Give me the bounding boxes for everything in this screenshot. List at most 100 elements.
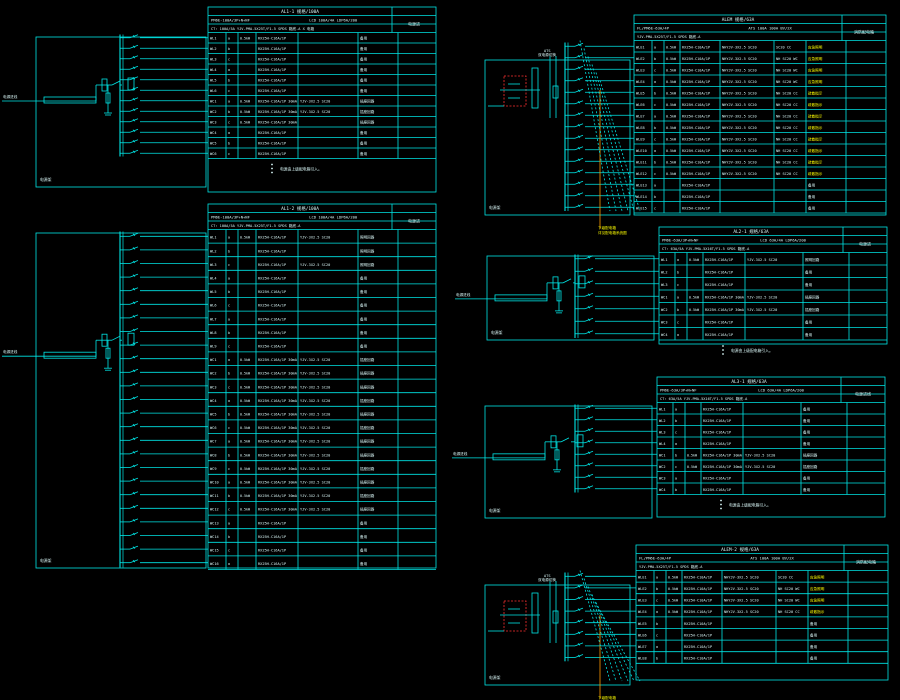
laying: 插座回路 (360, 371, 375, 376)
breaker-mark (132, 66, 136, 70)
circuit-id: WLE12 (636, 172, 647, 176)
breaker: RX25H-C16A/1P 30mA (258, 494, 298, 498)
meter-spec: ATS 100A 100A BV/2X (748, 26, 792, 31)
laying: 插座回路 (360, 412, 375, 417)
circuit-id: WL4 (210, 68, 217, 72)
branch-circuit (120, 300, 208, 305)
table-footnote: 电源由上级配电箱引入。 (280, 167, 322, 172)
breaker: RX25H-C10A/1P (684, 657, 712, 661)
breaker: RX25H-C16A/1P (258, 79, 286, 83)
branch-circuit (575, 473, 657, 478)
breaker-mark (132, 328, 136, 332)
laying: 插座回路 (803, 464, 818, 469)
branch-circuit (120, 559, 208, 564)
laying: 备用 (803, 429, 811, 434)
load: 0.5kW (687, 465, 697, 469)
breaker: RX25H-C16A/1P 30mA (258, 121, 298, 125)
circuit-id: WLE11 (636, 160, 647, 164)
breaker-mark (132, 383, 136, 386)
enclosure-outline (484, 405, 653, 519)
breaker: RX25H-C16A/1P 30mA (258, 110, 298, 114)
panel-title: AL1-1 规格/100A (281, 8, 319, 15)
cable: YJV-3X2.5 SC20 (300, 494, 330, 498)
control-dash (599, 610, 641, 682)
enclosure-outline (486, 255, 655, 341)
breaker-mark (587, 280, 591, 284)
branch-circuit (575, 427, 657, 432)
branch-circuit (120, 314, 208, 319)
phase: a (675, 476, 677, 480)
laying: 插座回路 (360, 439, 375, 444)
laying: 备用 (803, 487, 811, 492)
breaker: RX25H-C16A/1P 30mA (258, 453, 298, 457)
laying: 备用 (803, 418, 811, 423)
phase: a (677, 258, 679, 262)
load: 0.5kW (668, 599, 678, 603)
current-transformer (101, 78, 108, 92)
cable: NHYJV-3X2.5 SC20 (724, 610, 759, 614)
breaker: RX25H-C16A/1P 30mA (705, 296, 745, 300)
laying: 备用 (360, 303, 368, 308)
table-footnote: 电源由上级配电箱引入。 (731, 348, 773, 353)
branch-circuit (565, 630, 636, 635)
panel-remark: 电源进 (859, 241, 871, 247)
branch-circuit (575, 317, 659, 322)
cable: NHYJV-3X2.5 SC20 (722, 57, 757, 61)
breaker: RX25H-C10A/1P (682, 126, 710, 130)
circuit-id: WC6 (210, 426, 217, 430)
breaker-mark (132, 546, 136, 549)
laying: 照明回路 (360, 262, 375, 267)
circuit-id: WL3 (210, 58, 217, 62)
laying: NH SC20 WC (778, 599, 800, 603)
phase: a (228, 100, 230, 104)
ellipsis-dot (722, 345, 724, 347)
circuit-id: WL6 (210, 89, 217, 93)
breaker: RX25H-C16A/1P (705, 283, 733, 287)
branch-circuit (565, 180, 634, 185)
breaker-mark (132, 491, 136, 495)
load: 0.5kW (240, 440, 250, 444)
phase: c (654, 103, 656, 107)
ats-label-sub: 双电源切换 (538, 52, 556, 57)
circuit-id: WL8 (210, 331, 217, 335)
circuit-id: WL2 (210, 249, 217, 253)
ats-switch-frame (503, 600, 527, 632)
branch-circuit (120, 97, 208, 102)
breaker: RX25H-C16A/1P 30mA (258, 413, 298, 417)
circuit-id: WLE4 (636, 80, 645, 84)
breaker-mark (132, 108, 136, 112)
branch-circuit (120, 436, 208, 441)
branch-circuit (120, 396, 208, 400)
circuit-id: WC5 (210, 413, 217, 417)
phase: c (654, 206, 656, 210)
breaker-mark (577, 135, 581, 139)
circuit-id: WC4 (659, 488, 666, 492)
phase: c (228, 426, 230, 430)
usage: 备用 (808, 182, 816, 187)
breaker: RX25H-C16A/1P 30mA (258, 467, 298, 471)
breaker-mark (132, 369, 136, 373)
laying: NH SC20 CC (776, 126, 798, 130)
phase: c (228, 549, 230, 553)
load: 0.5kW (689, 308, 699, 312)
phase: c (228, 467, 230, 471)
branch-circuit (120, 260, 208, 264)
panel-remark: 电源进线 (855, 391, 871, 397)
breaker: RX25H-C10A/1P (682, 91, 710, 95)
circuit-id: WL3 (210, 263, 217, 267)
cable: YJV-3X2.5 SC20 (300, 481, 330, 485)
phase: a (656, 610, 658, 614)
